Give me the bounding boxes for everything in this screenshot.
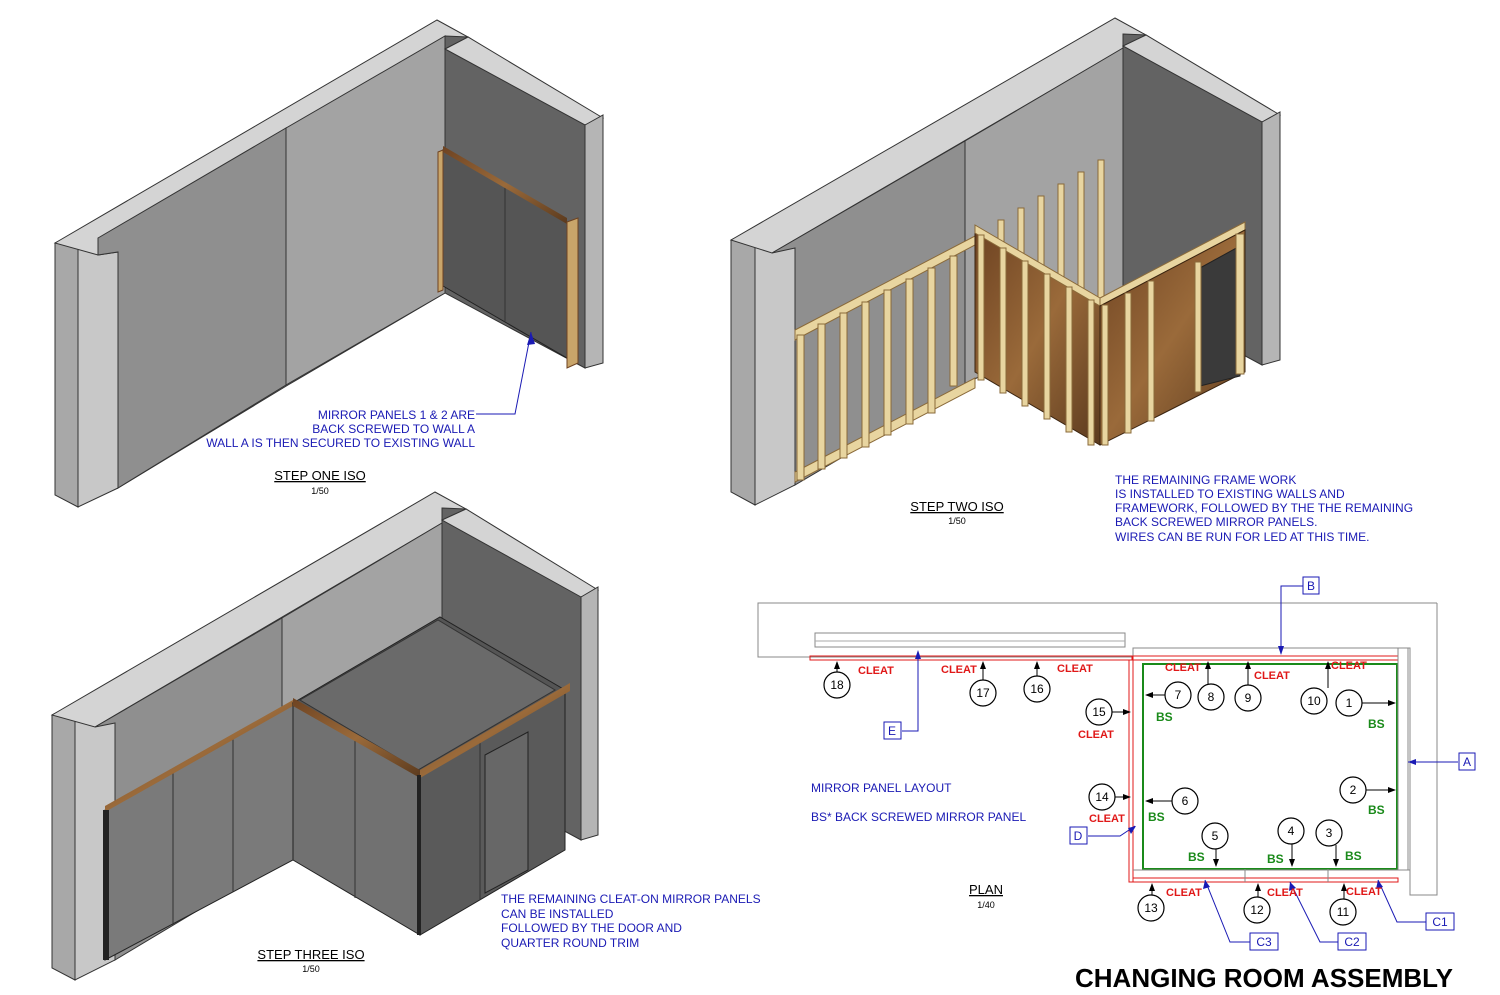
legend-mirror-panel-layout: MIRROR PANEL LAYOUT	[811, 781, 952, 795]
panel-circle-10	[1300, 687, 1328, 715]
panel-number-6: 6	[1182, 794, 1189, 808]
cleat-label-12: CLEAT	[1267, 887, 1303, 899]
bs-label-4: BS	[1267, 852, 1284, 866]
panel-circle-2	[1339, 776, 1367, 804]
panel-circle-5	[1201, 822, 1229, 850]
step-two-note-1: THE REMAINING FRAME WORK	[1115, 473, 1296, 487]
bs-label-3: BS	[1345, 849, 1362, 863]
step-three-note-3: FOLLOWED BY THE DOOR AND	[501, 921, 682, 935]
wall-tag-d: D	[1074, 829, 1083, 843]
panel-number-2: 2	[1350, 783, 1357, 797]
panel-circle-13	[1137, 894, 1165, 922]
cleat-label-15: CLEAT	[1078, 729, 1114, 741]
panel-circle-15	[1085, 698, 1113, 726]
panel-number-15: 15	[1092, 705, 1106, 719]
step-one-note-1: MIRROR PANELS 1 & 2 ARE	[318, 408, 475, 422]
panel-number-3: 3	[1326, 826, 1333, 840]
step-one-scale: 1/50	[311, 486, 329, 496]
step-three-note-1: THE REMAINING CLEAT-ON MIRROR PANELS	[501, 892, 761, 906]
bs-label-5: BS	[1188, 850, 1205, 864]
step-two-note-3: FRAMEWORK, FOLLOWED BY THE THE REMAINING	[1115, 501, 1413, 515]
panel-number-10: 10	[1307, 694, 1321, 708]
wall-tags: B A C1 C2 C3 D E	[883, 576, 1476, 951]
plan-label: PLAN	[969, 882, 1003, 897]
wall-tag-c1: C1	[1432, 915, 1448, 929]
plan-scale: 1/40	[977, 900, 995, 910]
panel-circle-18	[823, 671, 851, 699]
panel-number-17: 17	[976, 686, 990, 700]
step-two-label: STEP TWO ISO	[910, 499, 1003, 514]
panel-circle-4	[1277, 817, 1305, 845]
cleat-label-11: CLEAT	[1346, 886, 1382, 898]
panel-circle-6	[1171, 787, 1199, 815]
cleat-label-14: CLEAT	[1089, 813, 1125, 825]
step-two-note-4: BACK SCREWED MIRROR PANELS.	[1115, 515, 1317, 529]
wall-tag-c3: C3	[1256, 935, 1272, 949]
cleat-label-17: CLEAT	[941, 664, 977, 676]
step-one-note-2: BACK SCREWED TO WALL A	[312, 422, 475, 436]
cleat-label-18: CLEAT	[858, 665, 894, 677]
wall-tag-a: A	[1463, 755, 1471, 769]
panel-circle-17	[969, 679, 997, 707]
panel-arrowheads	[834, 661, 1396, 891]
step-two-iso	[729, 17, 1282, 506]
panel-number-14: 14	[1095, 790, 1109, 804]
step-three-scale: 1/50	[302, 964, 320, 974]
step-two-note-5: WIRES CAN BE RUN FOR LED AT THIS TIME.	[1115, 530, 1369, 544]
step-one-iso	[53, 19, 605, 508]
step-three-label: STEP THREE ISO	[257, 947, 364, 962]
panel-circle-3	[1315, 819, 1343, 847]
cleat-label-13: CLEAT	[1166, 887, 1202, 899]
step-two-note-2: IS INSTALLED TO EXISTING WALLS AND	[1115, 487, 1345, 501]
panel-number-9: 9	[1245, 691, 1252, 705]
cleat-label-10: CLEAT	[1331, 660, 1367, 672]
panel-circle-8	[1197, 683, 1225, 711]
panel-number-7: 7	[1175, 688, 1182, 702]
legend-back-screwed: BS* BACK SCREWED MIRROR PANEL	[811, 810, 1026, 824]
panel-number-1: 1	[1346, 696, 1353, 710]
panel-circle-11	[1329, 898, 1357, 926]
bs-label-1: BS	[1368, 717, 1385, 731]
step-one-note-3: WALL A IS THEN SECURED TO EXISTING WALL	[206, 436, 475, 450]
wall-tag-b: B	[1307, 579, 1315, 593]
wall-tag-c2: C2	[1344, 935, 1360, 949]
step-three-note-2: CAN BE INSTALLED	[501, 907, 614, 921]
cleat-label-9: CLEAT	[1254, 670, 1290, 682]
panel-number-4: 4	[1288, 824, 1295, 838]
panel-circle-7	[1164, 681, 1192, 709]
cleat-label-8: CLEAT	[1165, 662, 1201, 674]
panel-circle-16	[1023, 675, 1051, 703]
panel-number-13: 13	[1144, 901, 1158, 915]
panel-number-8: 8	[1208, 690, 1215, 704]
panel-circle-9	[1234, 684, 1262, 712]
cleat-labels: CLEAT CLEAT CLEAT CLEAT CLEAT CLEAT CLEA…	[858, 660, 1382, 899]
step-three-note-4: QUARTER ROUND TRIM	[501, 936, 639, 950]
panel-circle-1	[1335, 689, 1363, 717]
wall-tag-e: E	[888, 724, 896, 738]
step-three-iso	[50, 491, 600, 981]
panel-circle-14	[1088, 783, 1116, 811]
drawing-title: CHANGING ROOM ASSEMBLY	[1075, 963, 1453, 993]
bs-label-6: BS	[1148, 810, 1165, 824]
bs-label-7: BS	[1156, 710, 1173, 724]
panel-number-11: 11	[1337, 905, 1350, 919]
bs-label-2: BS	[1368, 803, 1385, 817]
wall-tag-leaders	[902, 585, 1458, 943]
step-two-scale: 1/50	[948, 516, 966, 526]
panel-circle-12	[1243, 896, 1271, 924]
panel-circles	[823, 671, 1367, 926]
panel-number-18: 18	[830, 678, 844, 692]
panel-numbers: 1 2 3 4 5 6 7 8 9 10 11 12 13 14 15 16 1…	[830, 678, 1356, 919]
panel-number-5: 5	[1212, 829, 1219, 843]
panel-number-12: 12	[1250, 903, 1264, 917]
bs-labels: BS BS BS BS BS BS BS	[1148, 710, 1385, 866]
step-one-label: STEP ONE ISO	[274, 468, 366, 483]
cleat-label-16: CLEAT	[1057, 663, 1093, 675]
panel-number-16: 16	[1030, 682, 1044, 696]
wall-tag-arrowheads	[915, 646, 1416, 891]
plan-view	[757, 602, 1438, 896]
